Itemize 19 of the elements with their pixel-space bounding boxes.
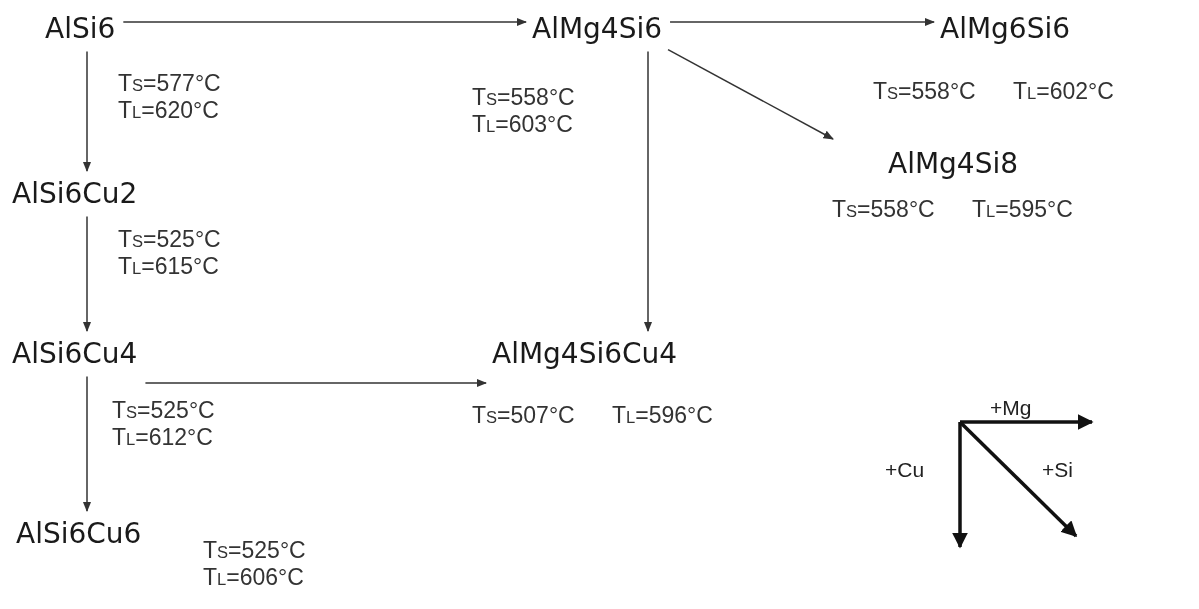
alloy-label: AlSi6Cu2 (12, 177, 138, 211)
alloy-label: AlMg6Si6 (940, 12, 1071, 46)
arrow (122, 17, 528, 27)
alloy-label: AlSi6Cu6 (16, 517, 142, 551)
alloy-label: AlMg4Si6Cu4 (492, 337, 678, 371)
arrow (82, 375, 92, 513)
alloy-label: AlMg4Si8 (888, 147, 1019, 181)
direction-label: +Mg (990, 396, 1032, 420)
arrow (144, 378, 488, 388)
arrow (667, 48, 834, 140)
arrow (82, 215, 92, 333)
alloy-label: AlMg4Si6 (532, 12, 663, 46)
direction-label: +Si (1042, 458, 1073, 482)
arrow (643, 50, 653, 333)
alloy-label: AlSi6Cu4 (12, 337, 138, 371)
arrow (82, 50, 92, 173)
arrow (669, 17, 936, 27)
alloy-label: AlSi6 (45, 12, 116, 46)
direction-label: +Cu (885, 458, 925, 482)
